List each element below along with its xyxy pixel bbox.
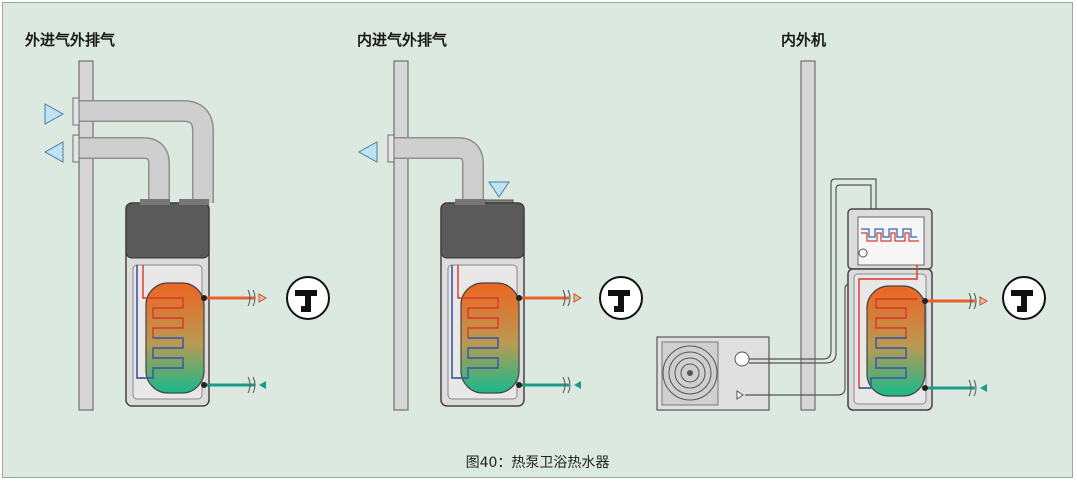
faucet-icon bbox=[286, 276, 330, 320]
faucet-icon bbox=[599, 276, 643, 320]
panel-internal-intake-external-exhaust bbox=[357, 60, 643, 411]
air-in-arrow-icon bbox=[488, 181, 510, 198]
hot-outlet-arrow-icon bbox=[979, 296, 989, 306]
valve-icon bbox=[736, 390, 744, 400]
cold-inlet-arrow-icon bbox=[980, 384, 987, 392]
diagram-artwork bbox=[43, 60, 1046, 411]
figure-caption: 图40：热泵卫浴热水器 bbox=[465, 455, 610, 471]
air-out-arrow-icon bbox=[43, 141, 64, 163]
hot-outlet-arrow-icon bbox=[573, 293, 583, 303]
faucet-icon bbox=[1002, 276, 1046, 320]
compressor-head bbox=[440, 202, 525, 259]
panel-split-unit bbox=[656, 60, 1046, 411]
panel-title-internal-in-external-out: 内进气外排气 bbox=[357, 31, 448, 49]
fan-icon bbox=[662, 345, 718, 401]
air-in-arrow-icon bbox=[44, 103, 65, 125]
pump-icon bbox=[858, 248, 868, 258]
wall bbox=[800, 60, 816, 411]
panel-title-external-in-external-out: 外进气外排气 bbox=[25, 31, 116, 49]
panel-title-split-unit: 内外机 bbox=[781, 31, 827, 49]
refrigerant-line-gas bbox=[749, 178, 877, 360]
air-out-arrow-icon bbox=[357, 141, 378, 163]
compressor-icon bbox=[734, 351, 750, 367]
wall bbox=[393, 60, 409, 411]
hot-outlet-arrow-icon bbox=[258, 293, 268, 303]
panel-external-intake-exhaust bbox=[43, 60, 330, 411]
compressor-head bbox=[125, 202, 210, 259]
cold-inlet-arrow-icon bbox=[259, 381, 266, 389]
cold-inlet-arrow-icon bbox=[574, 381, 581, 389]
